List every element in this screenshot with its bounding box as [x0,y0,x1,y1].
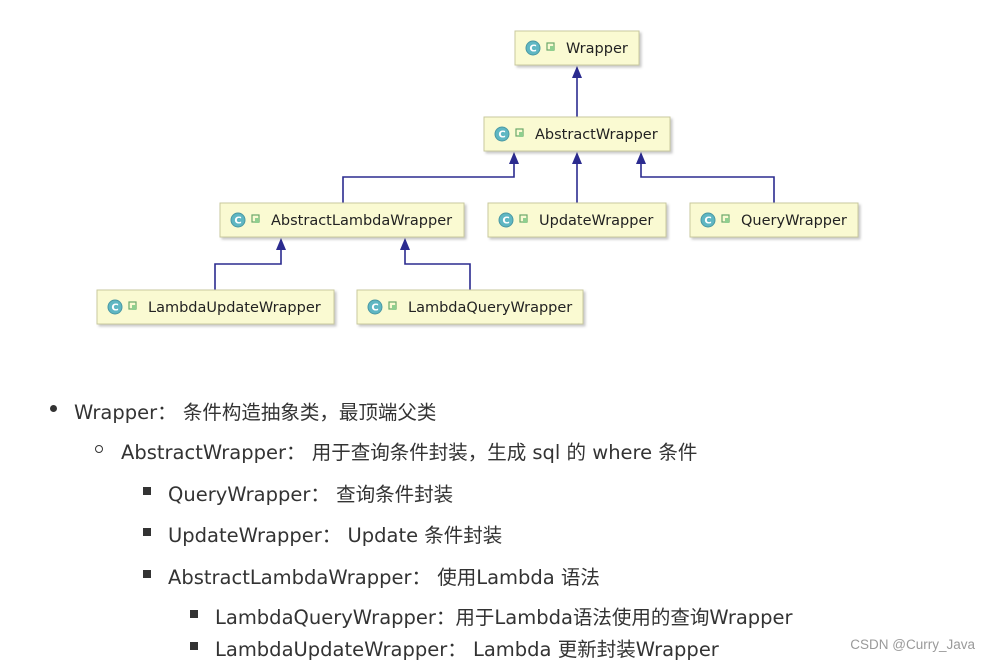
public-access-icon [721,214,730,223]
node-label: UpdateWrapper [539,213,653,229]
edge-abstractlambdawrapper-to-abstractwrapper [342,162,515,203]
class-hierarchy-diagram: C Wrapper C AbstractWrapper C AbstractLa… [96,30,859,325]
node-updatewrapper: C UpdateWrapper [487,202,667,238]
bullet-square [190,610,198,618]
public-access-icon [546,42,555,51]
edge-querywrapper-to-abstractwrapper [640,162,775,203]
bullet-square [143,570,151,578]
node-wrapper: C Wrapper [514,30,640,66]
public-access-icon [251,214,260,223]
public-access-icon [128,301,137,310]
class-icon [700,212,716,228]
class-icon [367,299,383,315]
list-item-updatewrapper: UpdateWrapper： Update 条件封装 [168,524,503,547]
public-access-icon [388,301,397,310]
public-access-icon [519,214,528,223]
list-item-lambdaquerywrapper: LambdaQueryWrapper：用于Lambda语法使用的查询Wrappe… [215,606,793,629]
node-lambdaupdatewrapper: C LambdaUpdateWrapper [96,289,335,325]
class-icon-letter: C [529,44,536,55]
node-lambdaquerywrapper: C LambdaQueryWrapper [356,289,584,325]
node-label: AbstractLambdaWrapper [271,213,452,229]
list-item-lambdaupdatewrapper: LambdaUpdateWrapper： Lambda 更新封装Wrapper [215,638,719,661]
list-item-wrapper: Wrapper： 条件构造抽象类，最顶端父类 [74,401,437,424]
watermark: CSDN @Curry_Java [850,637,975,652]
bullet-square [143,487,151,495]
arrowhead-abstractwrapper-right [636,152,646,164]
arrowhead-abstractlambdawrapper-right [400,238,410,250]
class-icon [230,212,246,228]
class-icon [525,40,541,56]
bullet-square [143,528,151,536]
list-item-abstractwrapper: AbstractWrapper： 用于查询条件封装，生成 sql 的 where… [121,441,698,464]
arrowhead-wrapper [572,66,582,78]
class-icon-letter: C [704,216,711,227]
edge-lambdaupdatewrapper-to-abstractlambdawrapper [214,248,282,290]
edge-lambdaquerywrapper-to-abstractlambdawrapper [404,248,471,290]
list-item-querywrapper: QueryWrapper： 查询条件封装 [168,483,454,506]
arrowhead-abstractwrapper-center [572,152,582,164]
class-icon [498,212,514,228]
arrowhead-abstractwrapper-left [509,152,519,164]
node-querywrapper: C QueryWrapper [689,202,859,238]
class-icon-letter: C [502,216,509,227]
class-icon [107,299,123,315]
node-label: AbstractWrapper [535,127,658,143]
node-label: LambdaUpdateWrapper [148,300,321,316]
class-icon [494,126,510,142]
class-icon-letter: C [498,130,505,141]
class-icon-letter: C [234,216,241,227]
bullet-square [190,642,198,650]
node-label: Wrapper [566,41,628,57]
node-label: LambdaQueryWrapper [408,300,572,316]
class-icon-letter: C [371,303,378,314]
node-abstractlambdawrapper: C AbstractLambdaWrapper [219,202,465,238]
class-icon-letter: C [111,303,118,314]
bullet-circle [95,445,103,453]
public-access-icon [515,128,524,137]
bullet-disc [50,405,57,412]
arrowhead-abstractlambdawrapper-left [276,238,286,250]
node-abstractwrapper: C AbstractWrapper [483,116,671,152]
list-item-abstractlambdawrapper: AbstractLambdaWrapper： 使用Lambda 语法 [168,566,600,589]
node-label: QueryWrapper [741,213,847,229]
